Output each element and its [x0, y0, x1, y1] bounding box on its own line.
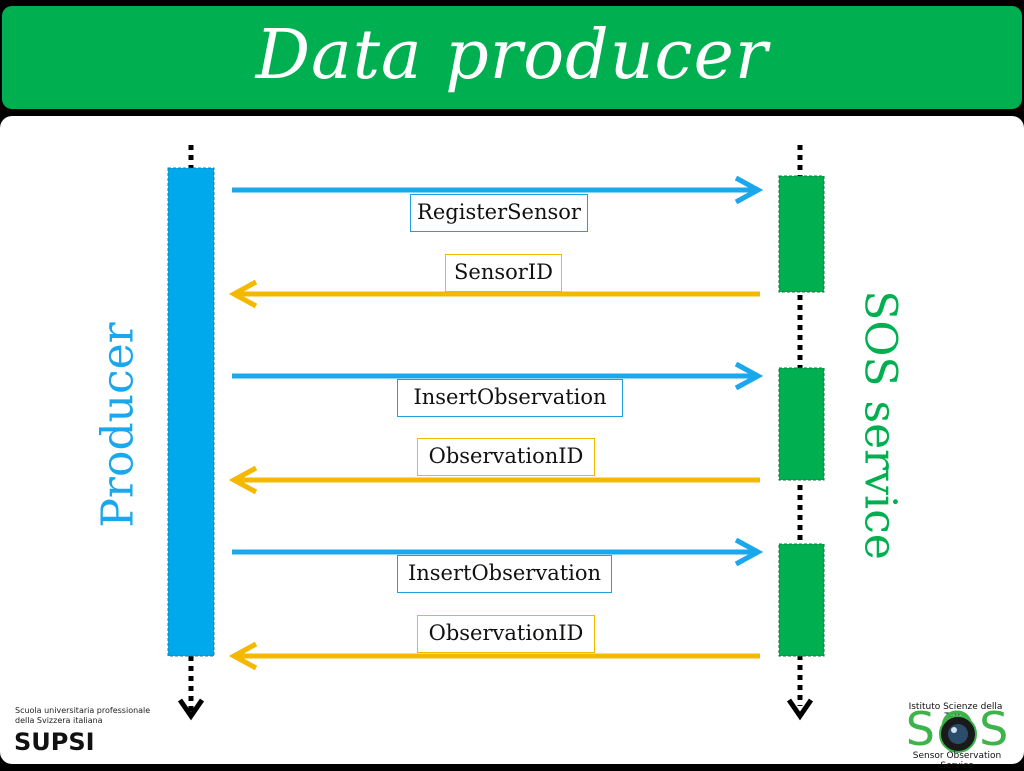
- sos-logo-bottom-text: Sensor Observation Service: [912, 751, 1002, 771]
- request-arrowhead-register-sensor: [734, 175, 764, 205]
- supsi-tagline: Scuola universitaria professionale della…: [15, 706, 150, 726]
- message-label-observation-id-2: ObservationID: [417, 615, 595, 653]
- producer-label: Producer: [92, 322, 144, 528]
- supsi-tagline-line2: della Svizzera italiana: [15, 716, 103, 725]
- response-arrowhead-sensor-id: [228, 279, 258, 309]
- camera-lens-icon: [939, 715, 977, 753]
- title-bar: Data producer: [2, 6, 1022, 109]
- message-label-sensor-id: SensorID: [445, 254, 562, 292]
- producer-lifeline-arrowhead: [177, 698, 205, 721]
- request-arrowhead-insert-observation-2: [734, 537, 764, 567]
- sos-activation-box-1: [778, 175, 825, 293]
- supsi-logo: SUPSI: [14, 728, 95, 756]
- producer-activation-bar: [167, 167, 215, 657]
- response-arrowhead-observation-id-1: [228, 465, 258, 495]
- sos-service-label: SOS service: [854, 290, 906, 560]
- sos-lifeline-arrowhead: [786, 698, 814, 721]
- message-label-register-sensor: RegisterSensor: [410, 194, 588, 232]
- sos-logo: SOS: [904, 702, 1014, 756]
- request-arrowhead-insert-observation-1: [734, 361, 764, 391]
- message-label-observation-id-1: ObservationID: [417, 438, 595, 476]
- message-label-insert-observation-1: InsertObservation: [397, 379, 623, 417]
- sos-activation-box-2: [778, 367, 825, 481]
- sos-activation-box-3: [778, 543, 825, 657]
- supsi-tagline-line1: Scuola universitaria professionale: [15, 706, 151, 715]
- message-label-insert-observation-2: InsertObservation: [397, 555, 612, 593]
- page-title: Data producer: [255, 16, 769, 95]
- response-arrowhead-observation-id-2: [228, 641, 258, 671]
